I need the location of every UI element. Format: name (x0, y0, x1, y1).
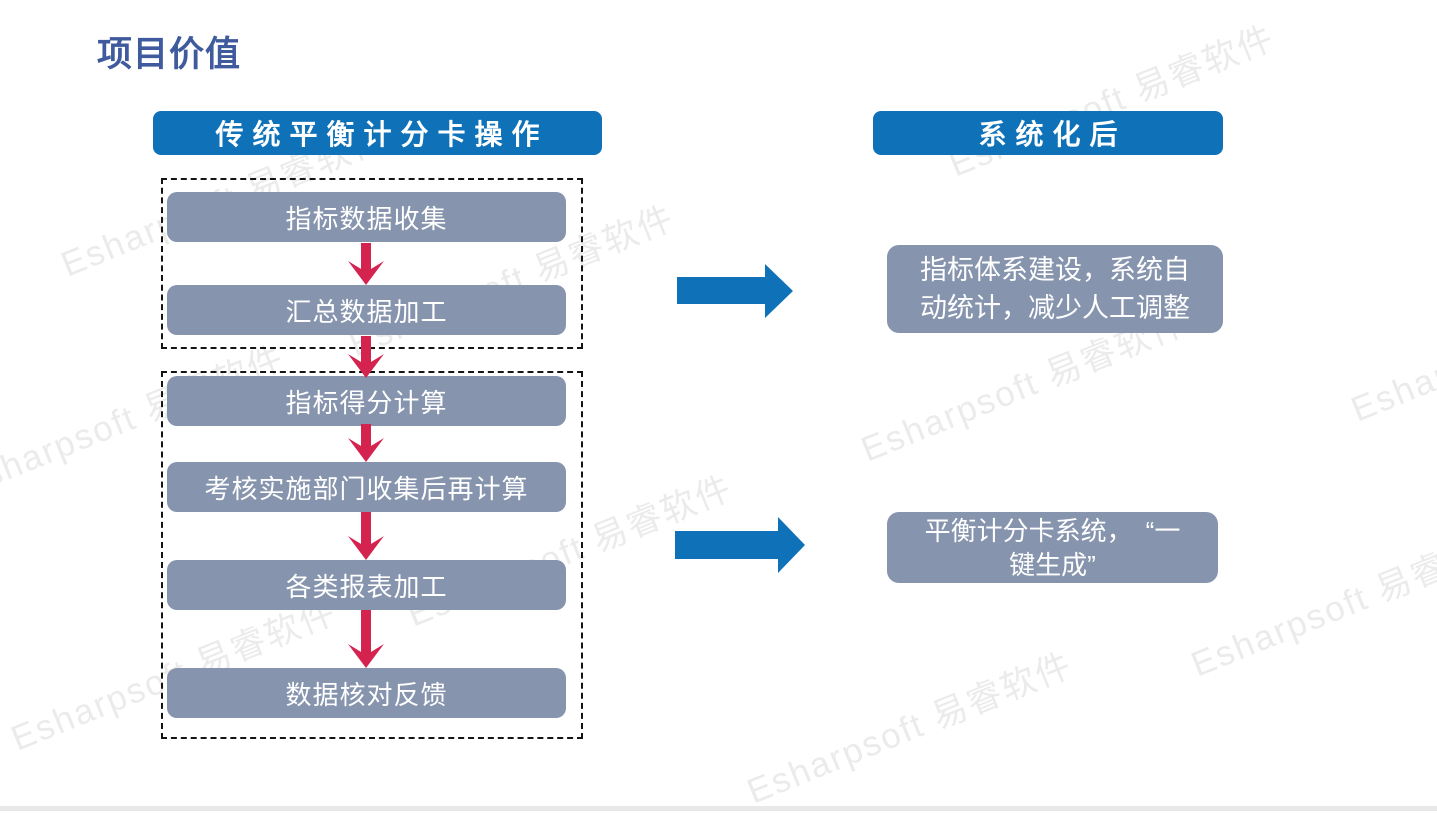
dashed-group-bottom (161, 371, 583, 739)
down-arrow-icon (348, 512, 384, 560)
dashed-group-top (161, 178, 583, 349)
down-arrow-icon (348, 336, 384, 378)
down-arrow-icon (348, 424, 384, 462)
flow-step: 指标数据收集 (167, 192, 566, 242)
flow-step: 各类报表加工 (167, 560, 566, 610)
page-title: 项目价值 (97, 35, 242, 74)
right-column-header: 系统化后 (873, 111, 1223, 155)
benefit-box: 平衡计分卡系统， “一 键生成” (887, 512, 1218, 583)
down-arrow-icon (348, 610, 384, 668)
down-arrow-icon (348, 243, 384, 285)
right-arrow-icon (677, 264, 793, 318)
left-column-header: 传统平衡计分卡操作 (153, 111, 602, 155)
right-arrow-icon (675, 517, 805, 573)
benefit-box: 指标体系建设，系统自 动统计，减少人工调整 (887, 245, 1223, 333)
flow-step: 指标得分计算 (167, 376, 566, 426)
slide-bottom-edge (0, 806, 1437, 811)
flow-step: 考核实施部门收集后再计算 (167, 462, 566, 512)
flow-step: 汇总数据加工 (167, 285, 566, 335)
flow-step: 数据核对反馈 (167, 668, 566, 718)
